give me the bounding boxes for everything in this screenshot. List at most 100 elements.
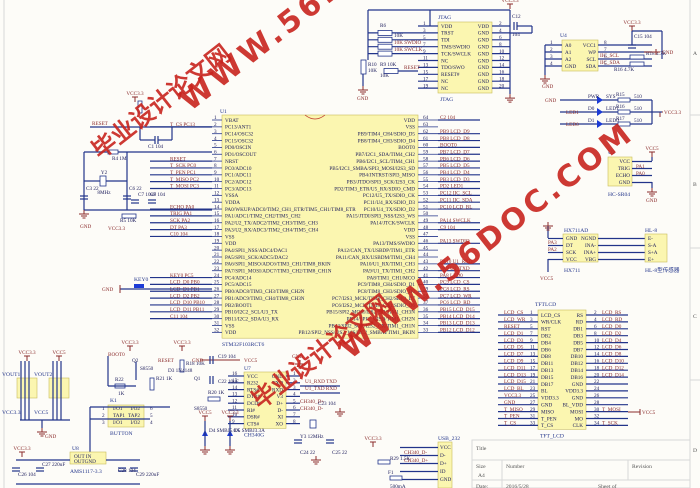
- pin-number: 13: [530, 352, 536, 358]
- pin-number: 63: [423, 122, 429, 128]
- pin-name: GND: [272, 374, 283, 380]
- pin-name: MISO: [541, 409, 554, 415]
- net-label: TRIG PA1: [170, 211, 193, 217]
- pin-name: VDD: [225, 330, 236, 336]
- pin-name: DB4: [541, 340, 551, 346]
- net-label: LCD_D12: [602, 365, 624, 371]
- gnd-label: GND: [662, 50, 673, 56]
- pin-number: 5: [150, 413, 153, 419]
- pin-number: 23: [530, 386, 536, 392]
- pin-name: PB5/I2C1_SMBA/SPI3_MOSI/I2S3_SD: [329, 166, 415, 172]
- power-label: VCC5: [642, 410, 656, 416]
- pin-number: 8: [604, 40, 607, 46]
- net-label: T_MISO: [504, 407, 523, 413]
- ch340-body: [243, 371, 287, 429]
- net-label: CH340_D-: [404, 450, 427, 456]
- pin-number: 41: [423, 273, 429, 279]
- pin-number: 17: [530, 365, 536, 371]
- mcu-body: [221, 114, 419, 339]
- pin-name: PD0/OSCIN: [225, 145, 251, 151]
- pin-name: DB13: [541, 368, 554, 374]
- pin-number: 7: [604, 47, 607, 53]
- pin-name: GND: [478, 51, 489, 57]
- pin-name: PB2/BOOT1: [225, 303, 253, 309]
- button-ref: K1: [110, 398, 117, 404]
- gnd-label: GND: [192, 358, 203, 364]
- pin-name: PC14/OSC32: [225, 132, 254, 138]
- net-label: PB15 LCD_D15: [440, 307, 475, 313]
- ldo-ref: U8: [72, 446, 79, 452]
- pin-number: 14: [594, 352, 600, 358]
- pin-name: VDD: [404, 227, 415, 233]
- pin-number: 18: [594, 365, 600, 371]
- pin-number: 30: [594, 407, 600, 413]
- net-label: PB9 LCD_D9: [440, 129, 470, 135]
- pin-name: PD2/TIM3_ETR/U5_RX/SDIO_CMD: [334, 186, 415, 192]
- resistor-value: 10K: [394, 33, 403, 39]
- pin-number: 15: [232, 378, 238, 384]
- pin-name: GND: [541, 403, 552, 409]
- pin-name: PA7/SPI1_MOSI/ADC7/TIM3_CH2/TIM8_CH1N: [225, 269, 332, 275]
- net-label: PC11 IIC_SDA: [440, 197, 473, 203]
- net-label: LED0: [566, 122, 579, 128]
- pin-number: 4: [293, 392, 296, 398]
- mcu-ref: U1: [220, 109, 227, 115]
- pin-number: 9: [214, 170, 217, 176]
- pin-number: 1: [293, 371, 296, 377]
- pin-name: PC15/OSC32: [225, 138, 254, 144]
- pin-number: 12: [232, 398, 238, 404]
- pin-name: VSSA: [225, 193, 239, 199]
- net-label: LCD_D9: [504, 359, 524, 365]
- pin-number: 2: [550, 47, 553, 53]
- resistor: [389, 475, 403, 481]
- pin-name: PC11/U4_RX/SDIO_D3: [364, 200, 416, 206]
- jack-label: VCC5: [34, 410, 49, 416]
- transistor-part: S8550: [194, 406, 208, 412]
- pin-name: GND: [478, 31, 489, 37]
- pin-name: PA11/CAN_RX/USBDM/TIM1_CH4: [336, 255, 416, 261]
- net-label: T_MOSI: [602, 407, 621, 413]
- pin-number: 24: [594, 386, 600, 392]
- pin-name: PC3/ADC13: [225, 186, 252, 192]
- pin-number: 48: [423, 225, 429, 231]
- pin-name: PB8/TIM4_CH3/SDIO_D4: [358, 138, 416, 144]
- gnd-label: GND: [292, 354, 303, 360]
- pin-name: TDI: [441, 38, 450, 44]
- resistor: [107, 149, 119, 155]
- pin-name: PC8/TIM8_CH3/SDIO_D0: [358, 289, 416, 295]
- net-label: PC10 LCD_BL: [440, 204, 472, 210]
- pin-name: VDD: [225, 241, 236, 247]
- resistor-value: 510: [634, 94, 642, 100]
- pin-name: PA15/JTDI/SPI3_NSS/I2S3_WS: [346, 214, 415, 220]
- pin-name: PC12/U5_TX/SDIO_CK: [363, 193, 415, 199]
- pin-name: GND: [478, 79, 489, 85]
- net-label: PA1: [636, 164, 645, 170]
- pin-name: PC0/ADC10: [225, 166, 252, 172]
- resistor: [121, 213, 137, 219]
- pin-name: I/O2: [130, 420, 140, 426]
- pin-name: SDA: [586, 64, 597, 70]
- resistor: [617, 109, 631, 115]
- pin-name: PA4/SPI1_NSS/ADC4/DAC1: [225, 248, 288, 254]
- pin-name: SCK: [566, 250, 576, 256]
- pin-number: 34: [423, 321, 429, 327]
- pin-number: 9: [530, 338, 533, 344]
- net-label: IIC_SDA: [600, 60, 620, 66]
- pin-name: GND: [478, 45, 489, 51]
- pin-name: A0: [565, 43, 572, 49]
- pin-number: 1: [102, 406, 105, 412]
- pin-name: VDD3.3: [565, 389, 583, 395]
- net-label: LCD_RS: [602, 310, 621, 316]
- net-label: LCD_D2: [602, 331, 622, 337]
- net-label: RESET: [92, 121, 109, 127]
- led-name: PWR: [588, 94, 600, 100]
- pin-number: 8: [293, 419, 296, 425]
- pin-name: PC2/ADC12: [225, 179, 252, 185]
- pin-name: DB1: [573, 327, 583, 333]
- usb-ref: USB_232: [438, 436, 460, 442]
- pin-name: DB6: [541, 347, 551, 353]
- pin-name: RESET#: [441, 72, 460, 78]
- pin-name: TAP1: [113, 413, 125, 419]
- pin-name: PA12/CAN_TX/USBDP/TIM1_ETR: [338, 248, 416, 254]
- power-label: VCC5: [645, 146, 659, 152]
